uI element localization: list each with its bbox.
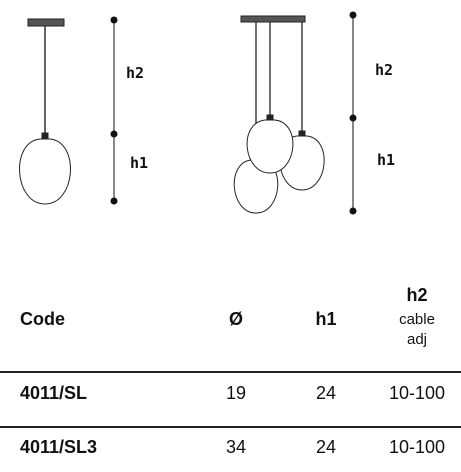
row-h1: 24 xyxy=(315,437,337,457)
header-h2-note-cable: cable xyxy=(399,311,435,328)
ceiling-canopy-single xyxy=(27,18,65,27)
header-h2: h2 xyxy=(406,285,428,305)
row-divider xyxy=(0,371,461,373)
row-code: 4011/SL xyxy=(20,383,88,403)
row-divider xyxy=(0,426,461,428)
row-diameter: 34 xyxy=(225,437,247,457)
h2-label-single: h2 xyxy=(126,64,144,82)
row-diameter: 19 xyxy=(225,383,247,403)
h1-label-triple: h1 xyxy=(377,151,395,169)
triple-pendant-drawing xyxy=(233,15,325,214)
row-h2: 10-100 xyxy=(388,437,446,457)
row-h2: 10-100 xyxy=(388,383,446,403)
header-h2-note-adj: adj xyxy=(406,331,428,348)
h2-label-triple: h2 xyxy=(375,61,393,79)
glass-shade-center xyxy=(246,119,294,174)
lamp-holder-single xyxy=(41,132,49,140)
dimension-line-single xyxy=(110,16,118,205)
ceiling-canopy-triple xyxy=(240,15,306,23)
technical-drawing: h2 h1 h2 h1 xyxy=(19,11,395,215)
dimension-line-triple xyxy=(349,11,357,215)
header-h2-group: h2 cable adj xyxy=(377,285,457,350)
header-diameter: Ø xyxy=(228,309,243,329)
row-h1: 24 xyxy=(315,383,337,403)
header-h1: h1 xyxy=(315,309,337,329)
h1-label-single: h1 xyxy=(130,154,148,172)
row-code: 4011/SL3 xyxy=(20,437,98,457)
glass-shade-single xyxy=(19,138,71,205)
single-pendant-drawing xyxy=(19,18,71,205)
header-code: Code xyxy=(20,309,65,329)
